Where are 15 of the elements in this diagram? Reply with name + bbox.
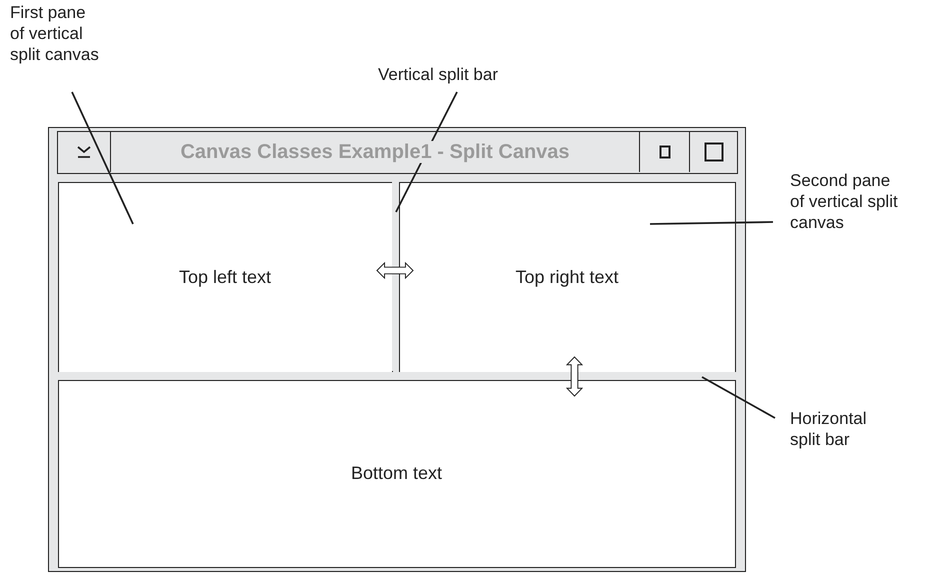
window-title: Canvas Classes Example1 - Split Canvas [180,141,570,163]
split-bar [58,356,736,396]
leader-line [650,221,774,225]
canvas-pane [58,380,736,568]
leader-line [702,376,776,419]
callout-label: Vertical split bar [378,64,548,88]
canvas-pane [398,182,736,372]
callout-label: Horizontal split bar [790,408,885,453]
callout-label: First pane of vertical split canvas [10,2,103,68]
pane-text: Top left text [178,266,272,288]
callout-label: Second pane of vertical split canvas [790,170,902,236]
pane-text: Bottom text [350,463,442,484]
pane-text: Top right text [515,266,619,288]
window-frame [48,127,746,572]
canvas-pane [58,182,392,372]
